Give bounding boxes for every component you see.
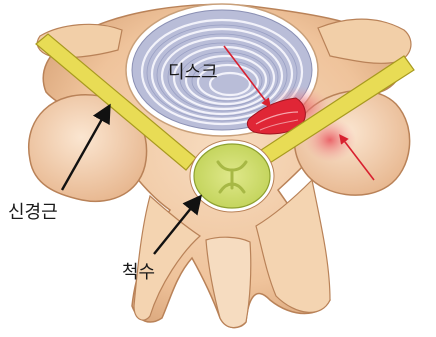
- spinal-cord: [190, 140, 274, 212]
- upper-right-process: [318, 19, 411, 63]
- label-disc: 디스크: [168, 62, 218, 83]
- spinous-process: [206, 237, 251, 327]
- label-spinal-cord: 척수: [122, 262, 155, 283]
- label-nerve-root: 신경근: [8, 202, 58, 223]
